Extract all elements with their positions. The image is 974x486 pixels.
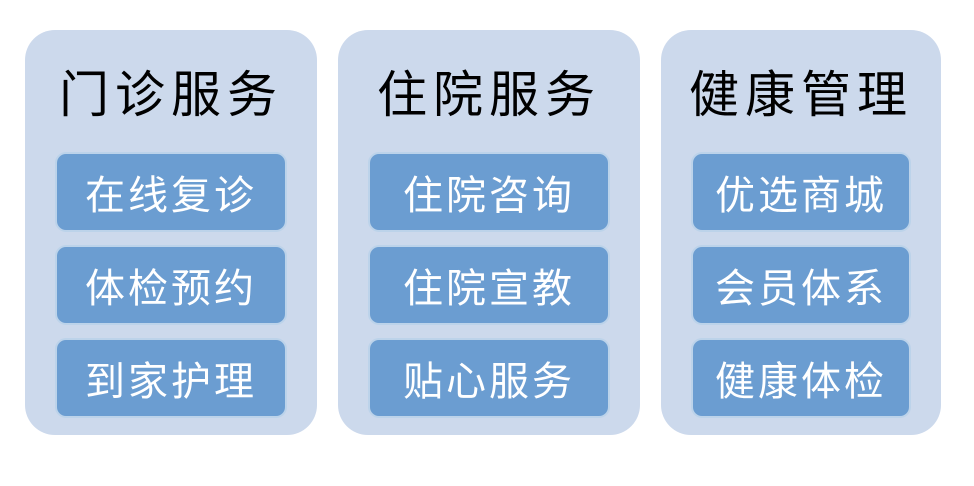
service-button-preferred-mall[interactable]: 优选商城 [691,152,911,232]
panel-title: 门诊服务 [59,67,283,123]
service-button-checkup-appointment[interactable]: 体检预约 [55,245,287,325]
panel-title: 健康管理 [689,67,913,123]
service-button-hospitalization-consult[interactable]: 住院咨询 [368,152,610,232]
service-diagram: 门诊服务 在线复诊 体检预约 到家护理 住院服务 住院咨询 住院宣教 贴心服务 … [25,30,941,435]
panel-button-group: 在线复诊 体检预约 到家护理 [55,152,287,418]
panel-inpatient-services: 住院服务 住院咨询 住院宣教 贴心服务 [338,30,640,435]
panel-outpatient-services: 门诊服务 在线复诊 体检预约 到家护理 [25,30,317,435]
service-button-membership-system[interactable]: 会员体系 [691,245,911,325]
panel-health-management: 健康管理 优选商城 会员体系 健康体检 [661,30,941,435]
service-button-caring-service[interactable]: 贴心服务 [368,338,610,418]
panel-button-group: 住院咨询 住院宣教 贴心服务 [368,152,610,418]
panel-button-group: 优选商城 会员体系 健康体检 [691,152,911,418]
service-button-home-care[interactable]: 到家护理 [55,338,287,418]
service-button-health-checkup[interactable]: 健康体检 [691,338,911,418]
service-button-online-followup[interactable]: 在线复诊 [55,152,287,232]
panel-title: 住院服务 [377,67,601,123]
service-button-hospitalization-education[interactable]: 住院宣教 [368,245,610,325]
